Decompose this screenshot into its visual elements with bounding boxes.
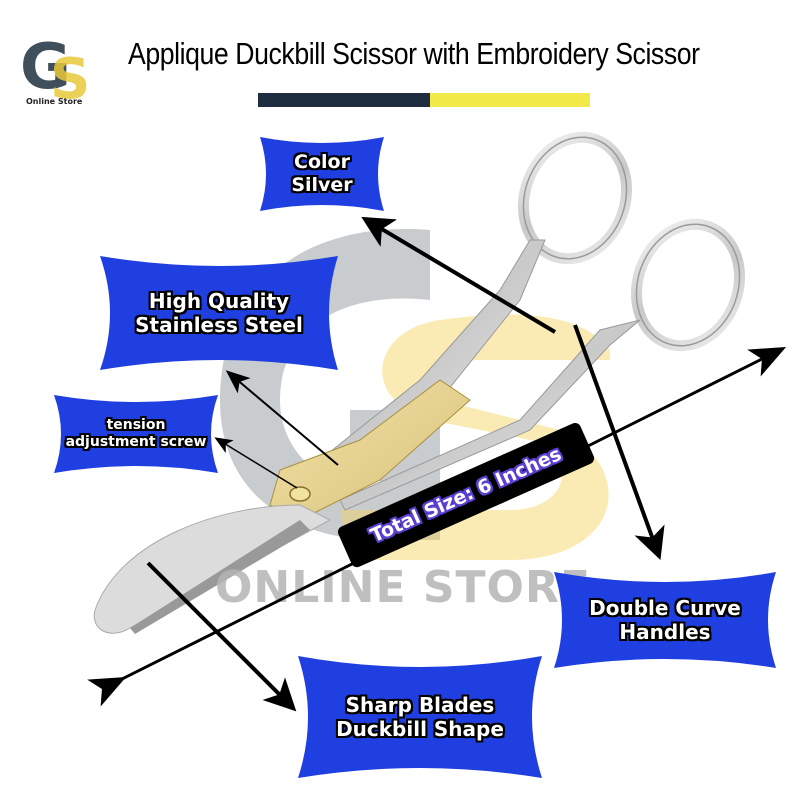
callout-handles: Double Curve Handles <box>552 570 778 670</box>
page-title: Applique Duckbill Scissor with Embroider… <box>128 36 700 71</box>
callout-color: Color Silver <box>258 135 386 213</box>
svg-text:S: S <box>50 47 90 103</box>
title-underline-dark <box>258 93 430 107</box>
callout-blades: Sharp Blades Duckbill Shape <box>296 654 544 780</box>
callout-screw: tension adjustment screw <box>52 393 220 475</box>
gs-logo-icon: G S <box>20 30 90 103</box>
callout-material: High Quality Stainless Steel <box>98 254 340 372</box>
title-underline-yellow <box>430 93 590 107</box>
svg-text:G: G <box>20 30 71 103</box>
logo-tagline: Online Store <box>26 97 83 106</box>
